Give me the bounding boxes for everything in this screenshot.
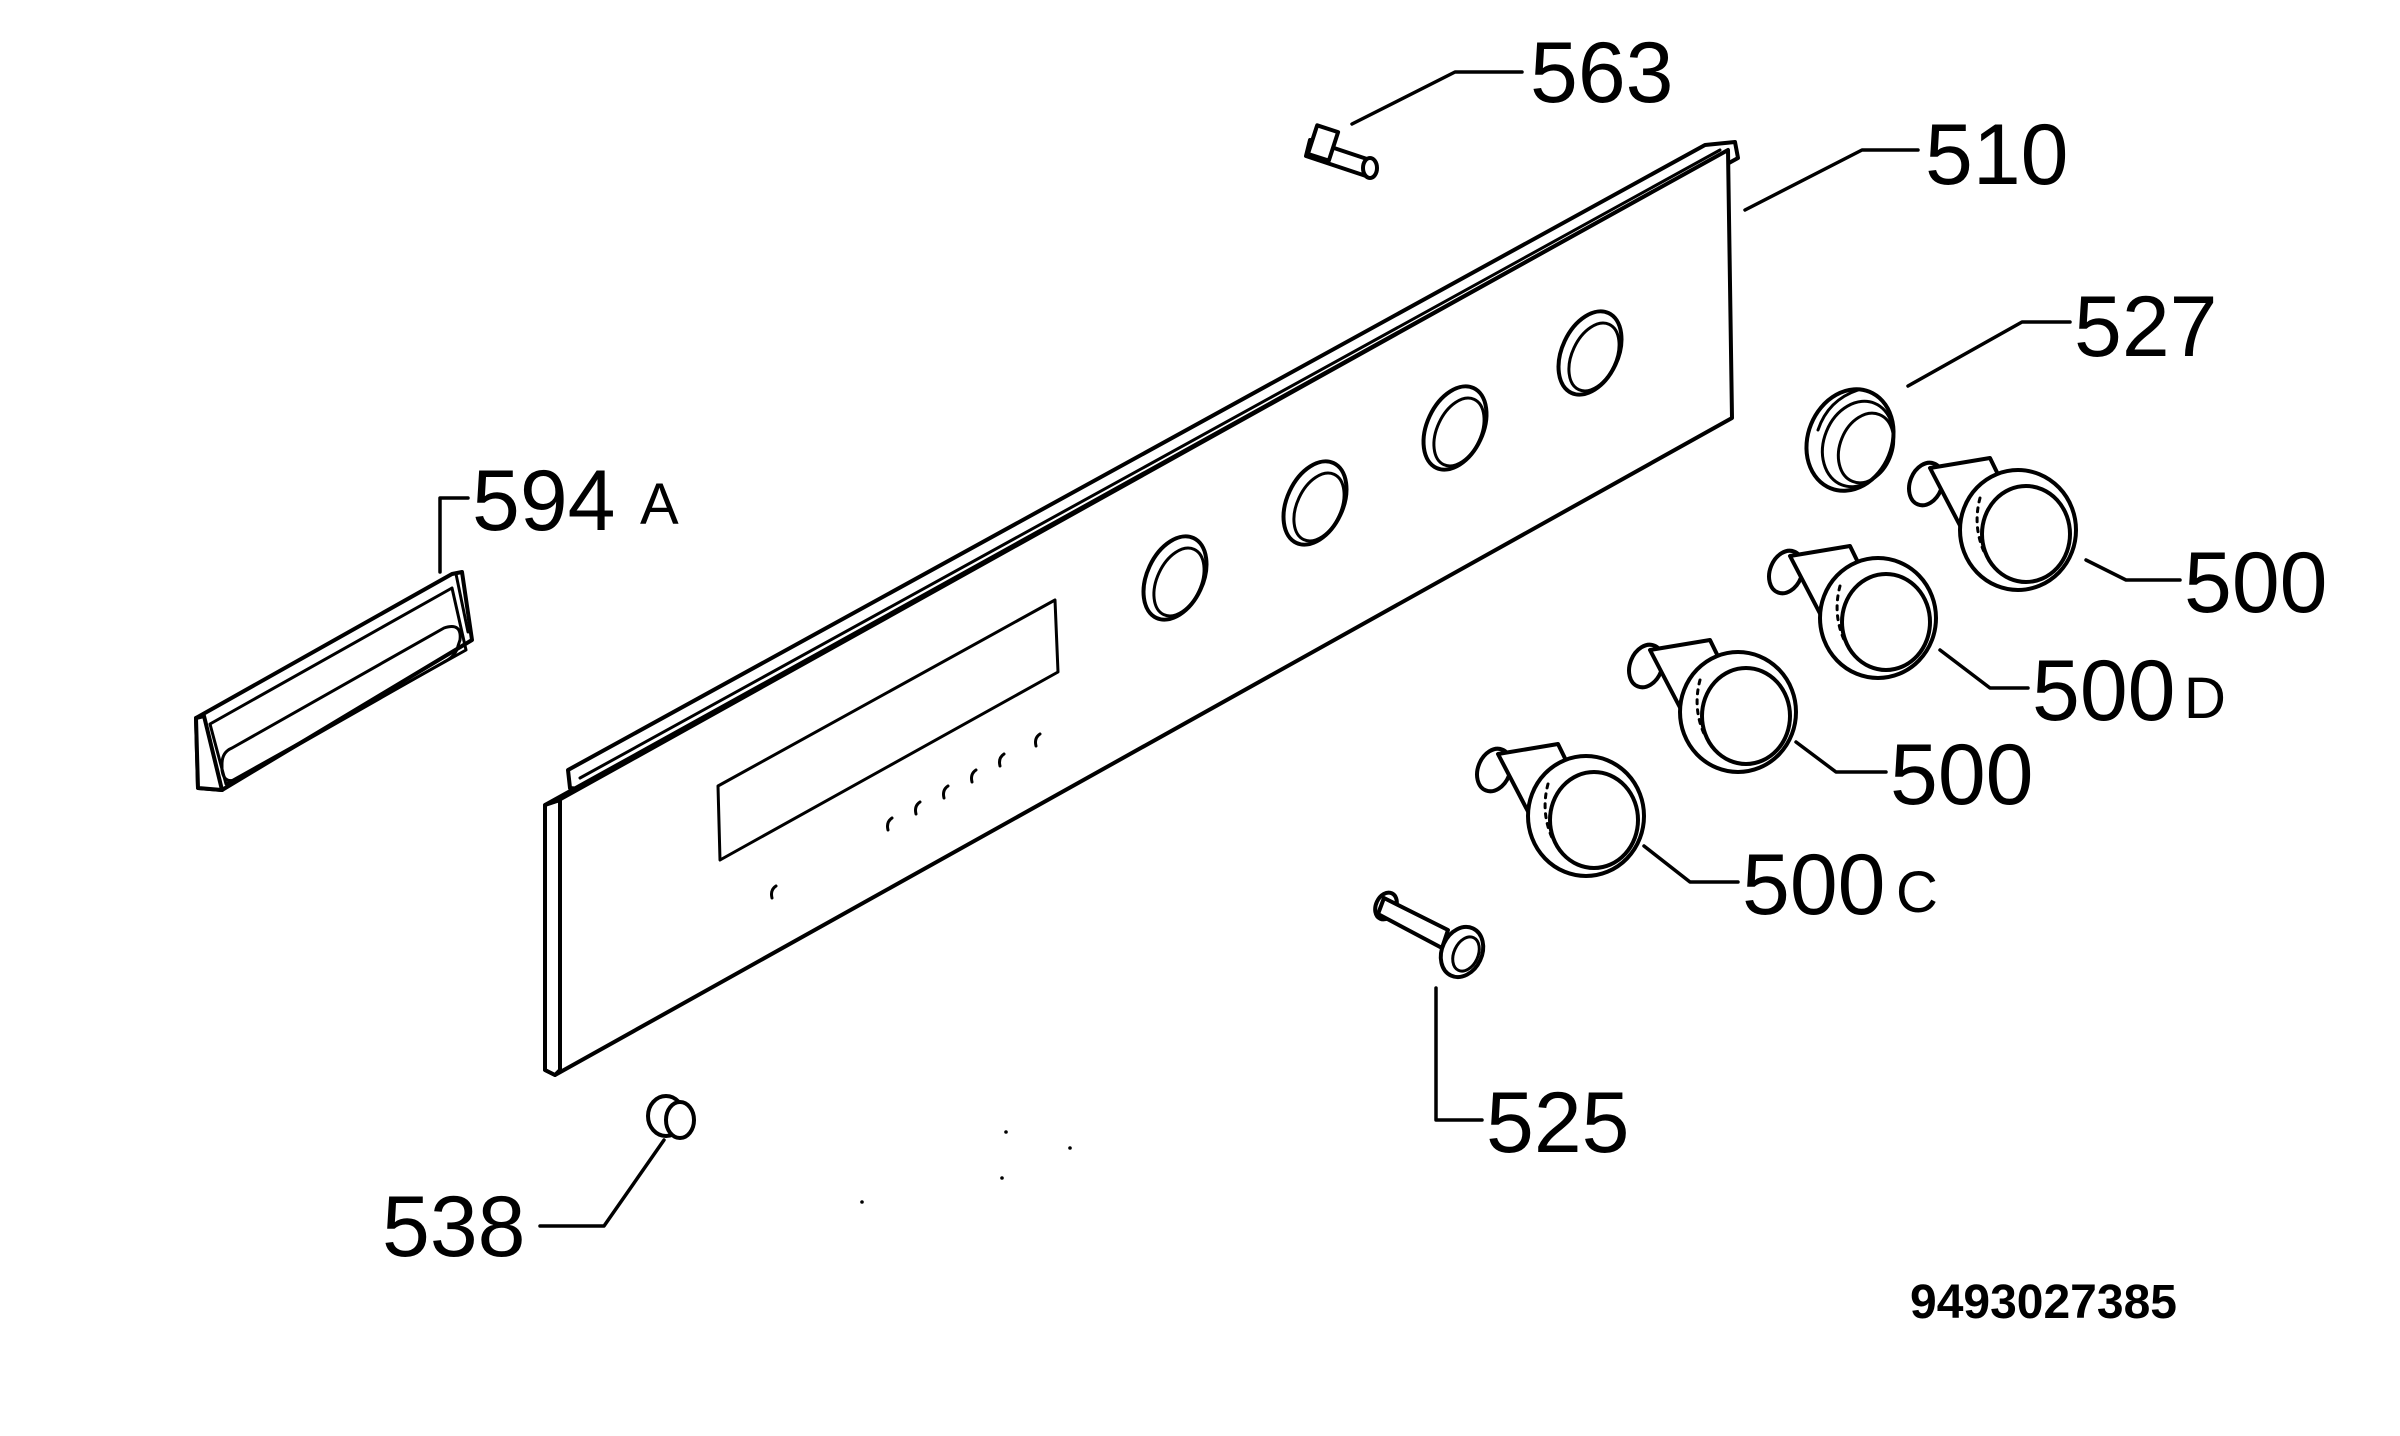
leader-500c bbox=[1642, 844, 1740, 884]
leader-594a bbox=[438, 496, 470, 574]
part-594a-trim-strip bbox=[194, 570, 474, 792]
part-538-bush bbox=[646, 1094, 696, 1140]
leader-510 bbox=[1743, 148, 1920, 212]
document-number: 9493027385 bbox=[1910, 1276, 2177, 1329]
scan-dots bbox=[860, 1130, 1072, 1204]
knob-500d bbox=[1767, 544, 1938, 680]
leader-lines bbox=[438, 70, 2182, 1228]
knob-holes bbox=[1141, 309, 1624, 622]
callout-594: 594 bbox=[472, 453, 616, 549]
callout-594-suffix: A bbox=[640, 472, 679, 537]
leader-527 bbox=[1906, 320, 2072, 388]
leader-500d bbox=[1938, 648, 2030, 690]
display-window bbox=[716, 598, 1060, 862]
knob-500-top bbox=[1907, 456, 2078, 592]
part-563-pin bbox=[1304, 123, 1379, 180]
leader-500-top bbox=[2084, 558, 2182, 582]
knob-500-mid bbox=[1627, 638, 1798, 774]
leader-538 bbox=[538, 1138, 666, 1228]
callout-527: 527 bbox=[2074, 279, 2218, 375]
callout-510: 510 bbox=[1925, 107, 2069, 203]
part-527-ring bbox=[1804, 387, 1896, 493]
knob-500c bbox=[1475, 742, 1646, 878]
leader-525 bbox=[1434, 986, 1484, 1122]
callout-525: 525 bbox=[1486, 1075, 1630, 1171]
callout-500-mid: 500 bbox=[1890, 727, 2034, 823]
part-525-screw bbox=[1373, 890, 1486, 980]
part-510-control-panel bbox=[543, 140, 1740, 1077]
callout-500-top: 500 bbox=[2184, 535, 2328, 631]
leader-563 bbox=[1350, 70, 1524, 126]
callout-500c-suffix: C bbox=[1896, 860, 1938, 925]
callout-500c: 500 bbox=[1742, 837, 1886, 933]
callout-563: 563 bbox=[1530, 25, 1674, 121]
callout-500d-suffix: D bbox=[2184, 666, 2226, 731]
leader-500-mid bbox=[1794, 740, 1888, 774]
callout-labels: 563 510 527 594 A 500 500 D 500 500 C 52… bbox=[382, 25, 2328, 1275]
callout-538: 538 bbox=[382, 1179, 526, 1275]
indicator-marks bbox=[770, 732, 1042, 900]
callout-500d: 500 bbox=[2032, 643, 2176, 739]
